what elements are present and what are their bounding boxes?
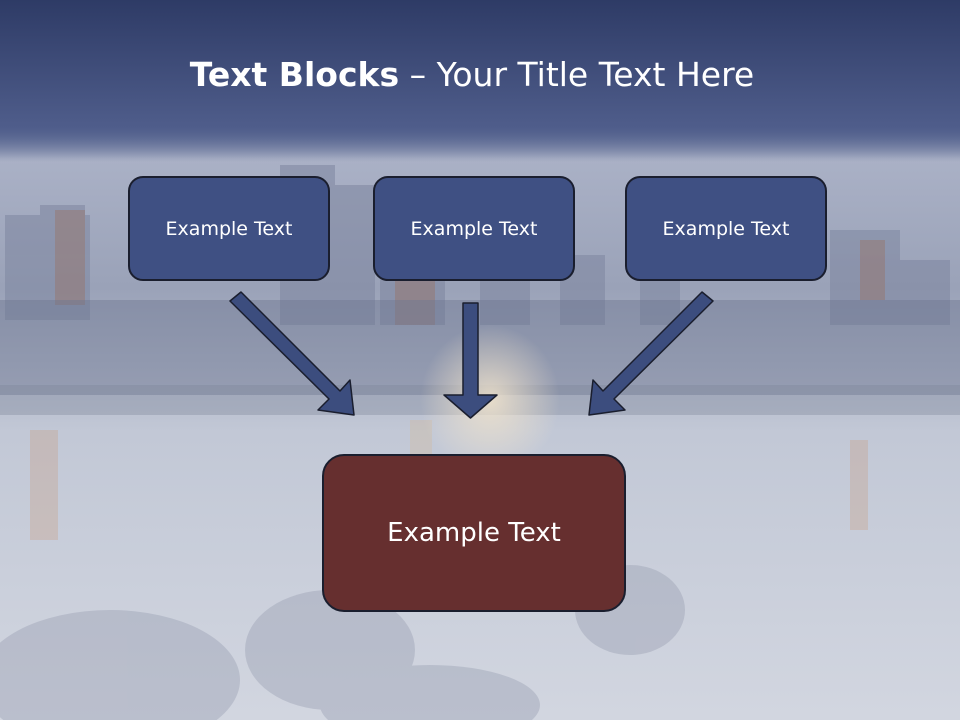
text-block-right[interactable]: Example Text xyxy=(625,176,827,281)
text-block-left-label: Example Text xyxy=(165,217,293,240)
result-block[interactable]: Example Text xyxy=(322,454,626,612)
text-block-center[interactable]: Example Text xyxy=(373,176,575,281)
arrow-center-icon xyxy=(443,302,498,419)
result-block-label: Example Text xyxy=(387,518,561,548)
title-rest: Your Title Text Here xyxy=(436,55,755,94)
title-bold-part: Text Blocks xyxy=(189,55,400,94)
arrow-left-icon xyxy=(229,291,355,416)
arrow-right-icon xyxy=(588,291,714,416)
page-title: Text Blocks – Your Title Text Here xyxy=(0,52,944,98)
text-block-right-label: Example Text xyxy=(662,217,790,240)
title-separator: – xyxy=(399,55,437,94)
text-block-center-label: Example Text xyxy=(410,217,538,240)
text-block-left[interactable]: Example Text xyxy=(128,176,330,281)
